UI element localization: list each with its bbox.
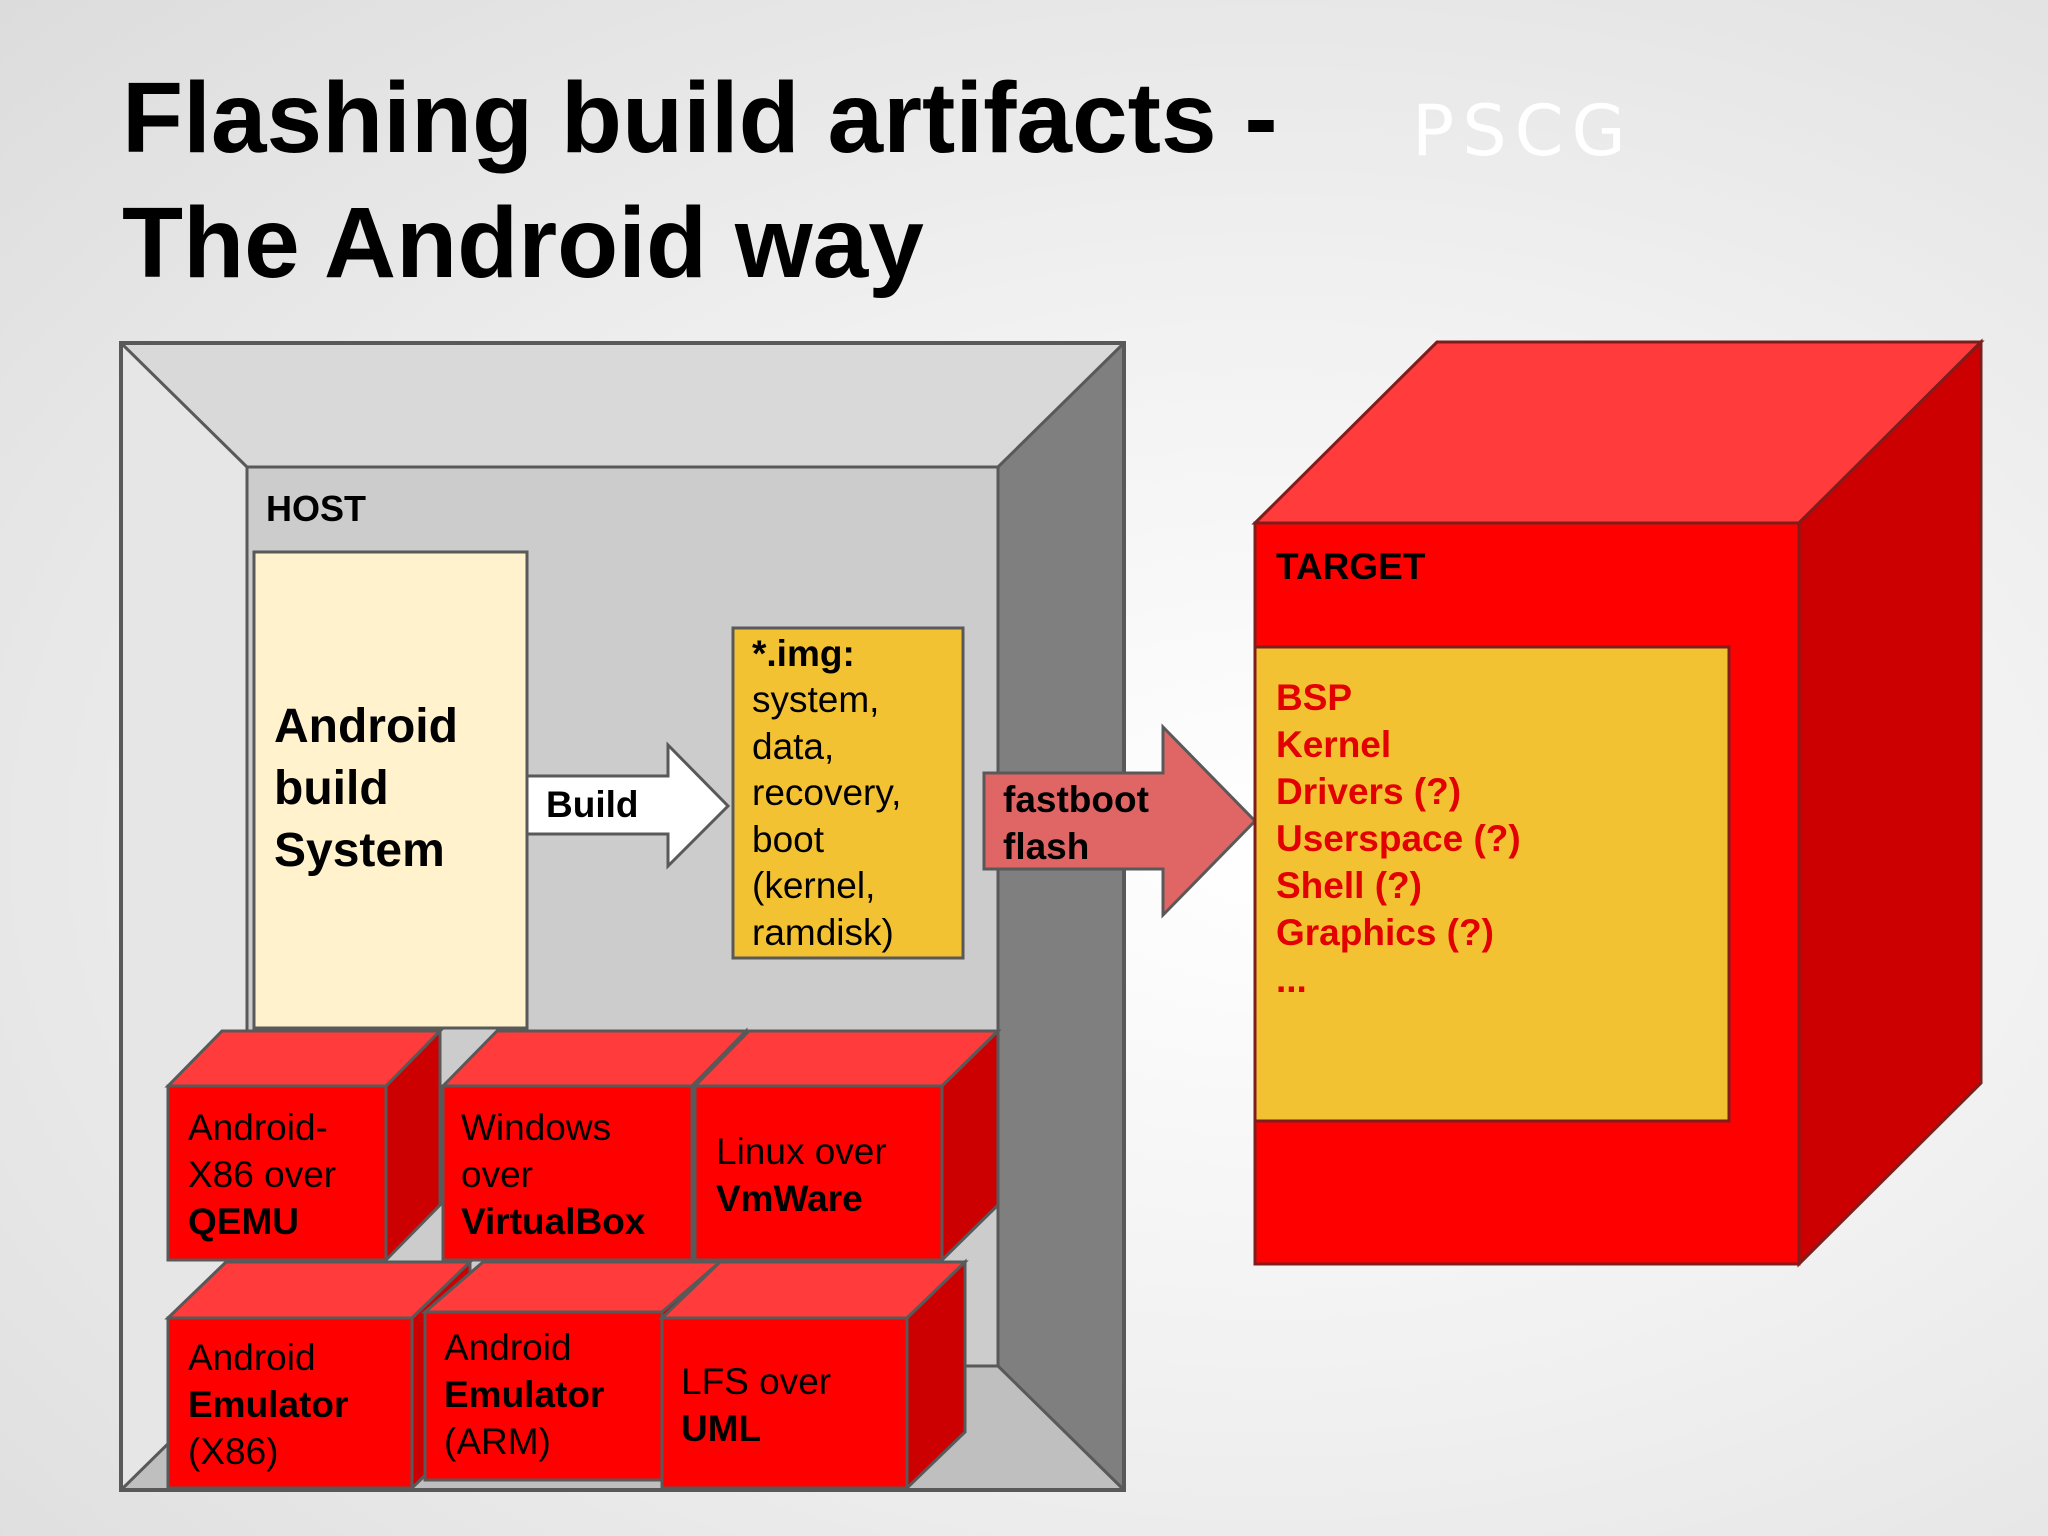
build-system-line: Android xyxy=(274,700,458,753)
slide-title: Flashing build artifacts - The Android w… xyxy=(122,56,1278,306)
env-cube-emulator-x86 xyxy=(164,1258,474,1492)
env-line: over xyxy=(461,1154,533,1195)
env-label-emulator-arm: Android Emulator (ARM) xyxy=(444,1324,604,1465)
pscg-logo: PSCG xyxy=(1412,90,1634,172)
env-bold: Emulator xyxy=(188,1384,349,1425)
img-box-text: *.img: system, data, recovery, boot (ker… xyxy=(752,630,901,957)
env-bold: QEMU xyxy=(188,1201,299,1242)
target-item: BSP xyxy=(1276,677,1353,718)
img-box-line: boot xyxy=(752,818,825,860)
env-cube-qemu xyxy=(164,1027,444,1264)
img-box-line: system, xyxy=(752,679,880,720)
env-label-uml: LFS over UML xyxy=(681,1358,831,1452)
target-item: Shell (?) xyxy=(1276,865,1422,906)
env-line: (ARM) xyxy=(444,1421,551,1462)
img-box-line: data, xyxy=(752,725,835,767)
env-bold: VirtualBox xyxy=(461,1201,646,1242)
env-label-virtualbox: Windows over VirtualBox xyxy=(461,1104,645,1245)
build-arrow-label: Build xyxy=(546,784,639,825)
env-bold: UML xyxy=(681,1408,762,1449)
target-item: ... xyxy=(1276,959,1307,1000)
target-items: BSP Kernel Drivers (?) Userspace (?) She… xyxy=(1276,674,1521,1003)
fastboot-label-line2: flash xyxy=(1003,826,1090,867)
target-cube xyxy=(1251,338,1985,1268)
host-right-wall xyxy=(998,343,1124,1490)
env-line: Linux over xyxy=(716,1131,887,1172)
slide-title-line1: Flashing build artifacts - xyxy=(122,62,1278,174)
img-box-title: *.img: xyxy=(752,633,855,674)
env-label-vmware: Linux over VmWare xyxy=(716,1128,887,1222)
env-cube-vmware xyxy=(691,1027,1002,1264)
build-system-label: Android build System xyxy=(274,696,458,882)
build-system-line: build xyxy=(274,762,389,815)
fastboot-label-line1: fastboot xyxy=(1003,779,1149,820)
env-line: Android xyxy=(444,1327,572,1368)
target-item: Userspace (?) xyxy=(1276,818,1521,859)
build-system-line: System xyxy=(274,824,445,877)
build-arrow xyxy=(525,741,731,870)
env-line: Android xyxy=(188,1337,316,1378)
env-line: (X86) xyxy=(188,1431,279,1472)
env-label-emulator-x86: Android Emulator (X86) xyxy=(188,1334,348,1475)
env-bold: VmWare xyxy=(716,1178,863,1219)
img-box-line: (kernel, xyxy=(752,865,876,907)
target-label: TARGET xyxy=(1276,546,1426,587)
fastboot-flash-label: fastboot flash xyxy=(1003,776,1149,870)
host-label: HOST xyxy=(266,488,367,529)
env-line: LFS over xyxy=(681,1361,832,1402)
target-item: Graphics (?) xyxy=(1276,912,1494,953)
env-label-qemu: Android- X86 over QEMU xyxy=(188,1104,336,1245)
env-line: Android- xyxy=(188,1107,328,1148)
img-box-line: recovery, xyxy=(752,772,902,814)
slide-title-line2: The Android way xyxy=(122,187,924,299)
host-top-wall xyxy=(121,343,1124,467)
env-cube-uml xyxy=(658,1258,969,1492)
target-content-box xyxy=(1253,645,1731,1123)
host-outer-border xyxy=(119,341,1126,1492)
target-item: Kernel xyxy=(1276,724,1392,765)
img-box-line: ramdisk) xyxy=(752,911,894,953)
env-line: Windows xyxy=(461,1107,612,1148)
env-bold: Emulator xyxy=(444,1374,605,1415)
fastboot-flash-arrow xyxy=(982,723,1258,919)
target-item: Drivers (?) xyxy=(1276,771,1462,812)
env-line: X86 over xyxy=(188,1154,337,1195)
img-box xyxy=(731,626,965,960)
